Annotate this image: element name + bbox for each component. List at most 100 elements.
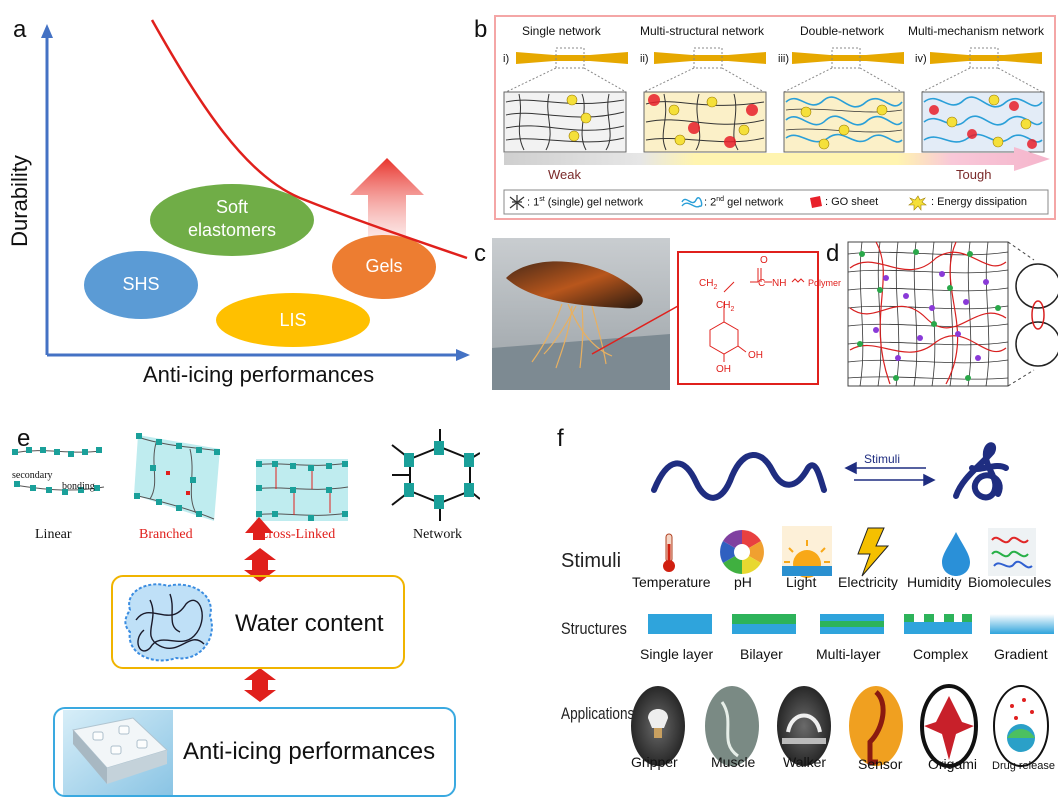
chem-ch2-top: CH2 bbox=[699, 278, 717, 291]
index-i: i) bbox=[503, 53, 510, 65]
stimulus-temperature: Temperature bbox=[632, 574, 711, 590]
shs-label: SHS bbox=[122, 274, 160, 294]
panel-b-network-graphics bbox=[503, 47, 1050, 215]
zoom-circle-top bbox=[1015, 263, 1058, 309]
structure-complex: Complex bbox=[913, 646, 969, 662]
index-iv: iv) bbox=[915, 53, 927, 65]
water-drop-humidity-icon bbox=[942, 532, 970, 576]
network-box-single bbox=[503, 91, 627, 153]
contact-ring bbox=[1031, 300, 1045, 330]
sample-iii bbox=[792, 47, 904, 69]
soft-elastomers-bubble bbox=[150, 184, 314, 256]
anti-icing-box bbox=[53, 707, 456, 797]
panel-a-diagram bbox=[41, 19, 470, 361]
multi-layer-swatch bbox=[820, 614, 884, 634]
water-content-label: Water content bbox=[235, 610, 384, 637]
structure-bilayer: Bilayer bbox=[740, 646, 783, 662]
legend-second-b: gel network bbox=[724, 196, 784, 209]
bilayer-swatch bbox=[732, 614, 796, 634]
legend-first-network: : 1st (single) gel network bbox=[527, 196, 643, 209]
x-axis-arrowhead bbox=[456, 349, 470, 361]
gels-bubble bbox=[332, 235, 436, 299]
purple-crosslinks bbox=[873, 271, 989, 361]
application-muscle: Muscle bbox=[711, 754, 756, 770]
mussel-shell-icon bbox=[506, 261, 643, 309]
chem-oh-right: OH bbox=[748, 350, 763, 361]
legend-energy-dissipation: : Energy dissipation bbox=[931, 196, 1027, 208]
extended-chain-icon bbox=[651, 452, 827, 501]
row-stimuli-label: Stimuli bbox=[561, 550, 622, 572]
type-branched: Branched bbox=[139, 527, 193, 542]
toughness-scale-arrow bbox=[504, 147, 1050, 171]
network-box-multi-mechanism bbox=[921, 91, 1045, 153]
panel-letter-a: a bbox=[13, 16, 27, 43]
type-linear: Linear bbox=[35, 527, 72, 542]
chem-sub-a: 2 bbox=[713, 284, 718, 291]
muscle-image bbox=[705, 686, 759, 766]
hydrogel-blob-icon bbox=[124, 583, 213, 662]
dopa-structure-box bbox=[677, 251, 819, 385]
panel-letter-c: c bbox=[474, 240, 486, 267]
sensor-image bbox=[849, 686, 903, 766]
coiled-chain-icon bbox=[953, 442, 1009, 501]
anti-icing-label: Anti-icing performances bbox=[183, 738, 436, 765]
complex-swatch bbox=[904, 614, 972, 634]
structure-gradient: Gradient bbox=[994, 646, 1048, 662]
network-box-double bbox=[783, 91, 905, 153]
chem-ch-b: CH bbox=[716, 300, 731, 311]
legend-second-sup: nd bbox=[716, 196, 725, 203]
application-origami: Origami bbox=[928, 756, 978, 772]
row-structures-label: Structures bbox=[561, 619, 627, 638]
network-nodes bbox=[404, 441, 474, 509]
soft-label-line1: Soft bbox=[215, 197, 249, 217]
red-chains bbox=[849, 241, 1007, 385]
y-axis-label: Durability bbox=[7, 155, 32, 247]
double-arrow-upper bbox=[245, 517, 273, 540]
chem-polymer: Polymer bbox=[808, 278, 842, 288]
legend-second-a: : 2 bbox=[704, 196, 717, 209]
walker-image bbox=[777, 686, 831, 766]
sample-ii bbox=[654, 47, 766, 69]
gels-label: Gels bbox=[365, 256, 403, 276]
structure-single-layer: Single layer bbox=[640, 646, 714, 662]
protein-biomolecule-icon bbox=[988, 528, 1036, 576]
double-arrow-bottom bbox=[244, 668, 276, 702]
lis-label: LIS bbox=[279, 310, 307, 330]
iced-surface-icon bbox=[63, 710, 173, 795]
index-ii: ii) bbox=[640, 53, 649, 65]
double-arrow-top bbox=[244, 548, 276, 582]
scale-tough-label: Tough bbox=[956, 167, 992, 182]
lis-bubble bbox=[216, 293, 370, 347]
stimuli-arrow-label: Stimuli bbox=[864, 452, 901, 466]
green-nodes bbox=[857, 249, 1001, 381]
sample-iv bbox=[930, 47, 1042, 69]
panel-e-polymers bbox=[12, 429, 480, 540]
single-layer-swatch bbox=[648, 614, 712, 634]
type-network: Network bbox=[413, 527, 462, 542]
scale-weak-label: Weak bbox=[548, 167, 581, 182]
shs-bubble bbox=[84, 251, 198, 319]
stimulus-biomolecules: Biomolecules bbox=[968, 574, 1052, 590]
byssal-threads-icon bbox=[531, 303, 613, 369]
callout-line bbox=[591, 305, 679, 355]
linear-polymer bbox=[12, 447, 105, 495]
zoom-circle-bottom bbox=[1015, 321, 1058, 367]
application-images bbox=[631, 684, 1049, 768]
soft-label-line2: elastomers bbox=[187, 220, 277, 240]
chem-sub-b: 2 bbox=[730, 306, 735, 313]
legend-first-network-icon bbox=[509, 195, 525, 210]
chem-ch-a: CH bbox=[699, 278, 714, 289]
gradient-swatch bbox=[990, 614, 1054, 634]
branched-polymer bbox=[133, 433, 221, 521]
stimulus-ph: pH bbox=[734, 574, 752, 590]
legend-box bbox=[503, 189, 1049, 215]
application-sensor: Sensor bbox=[858, 756, 903, 772]
title-multi-structural: Multi-structural network bbox=[640, 24, 765, 38]
chem-nh: NH bbox=[772, 278, 787, 289]
sample-i bbox=[516, 47, 628, 69]
structure-swatches bbox=[648, 614, 1054, 634]
panel-b-frame bbox=[494, 15, 1056, 220]
title-double-network: Double-network bbox=[800, 24, 885, 38]
panel-d-network bbox=[847, 241, 1058, 387]
stimulus-electricity: Electricity bbox=[838, 574, 898, 590]
